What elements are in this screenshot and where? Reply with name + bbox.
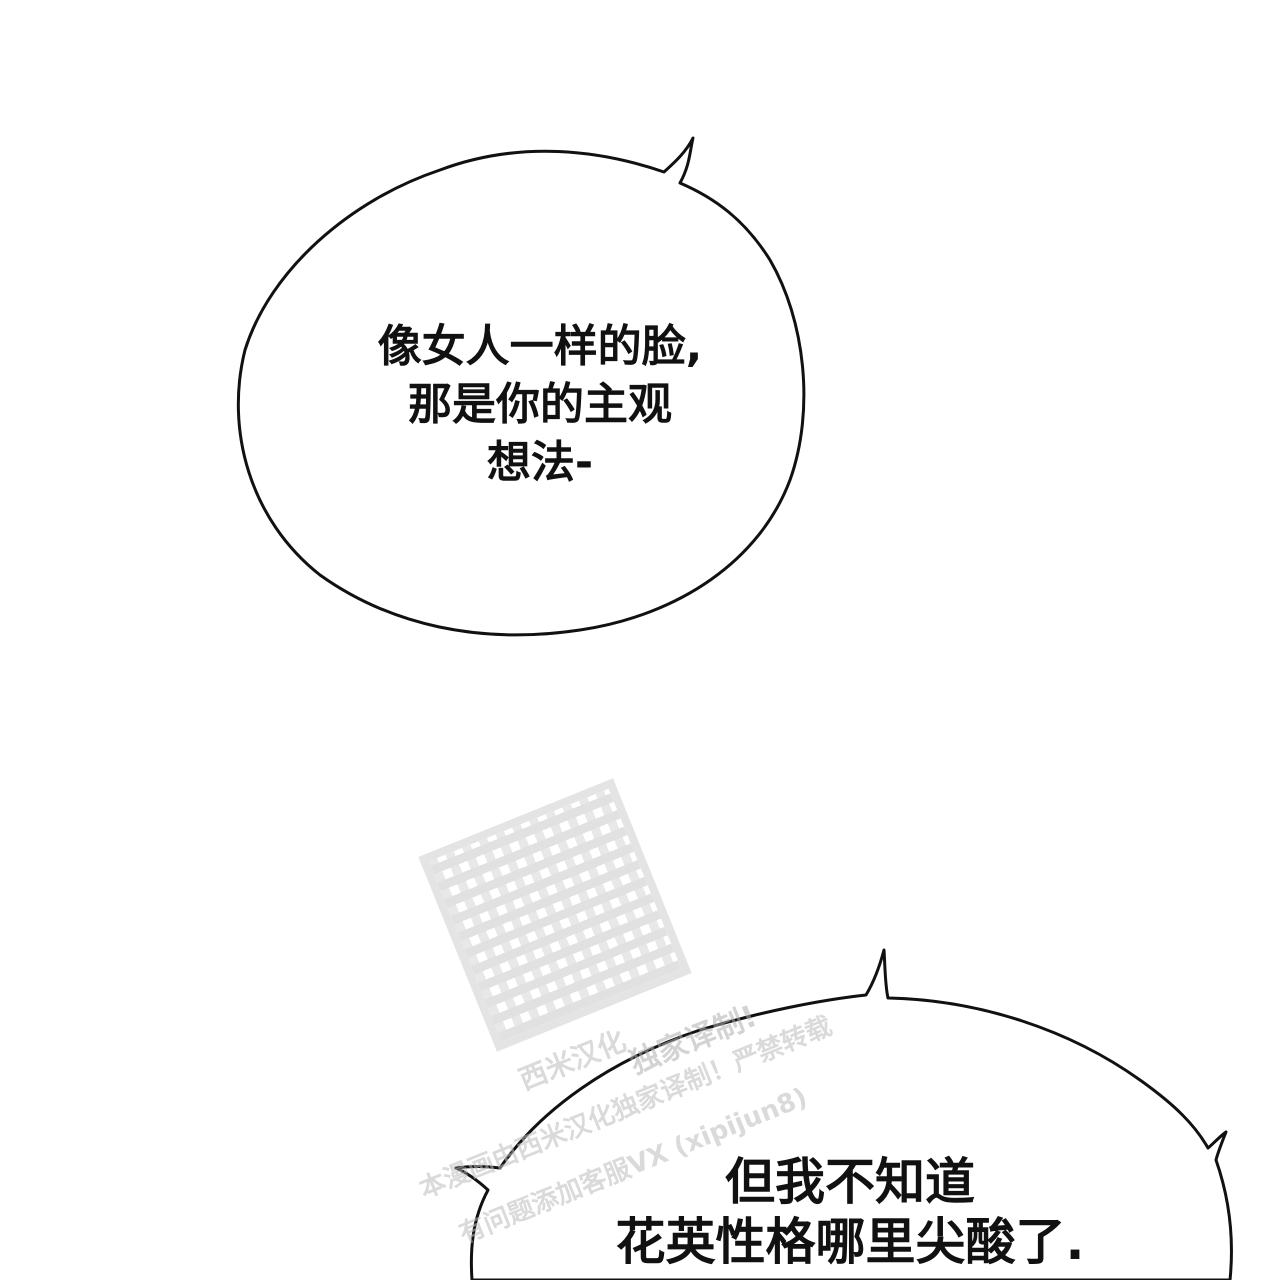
- speech-bubble-upper: [236, 136, 806, 637]
- dialogue-text-upper: 像女人一样的脸, 那是你的主观 想法-: [377, 321, 703, 488]
- speech-bubble-lower: [454, 948, 1233, 1280]
- dialogue-text-lower: 但我不知道 花英性格哪里尖酸了.: [615, 1153, 1085, 1271]
